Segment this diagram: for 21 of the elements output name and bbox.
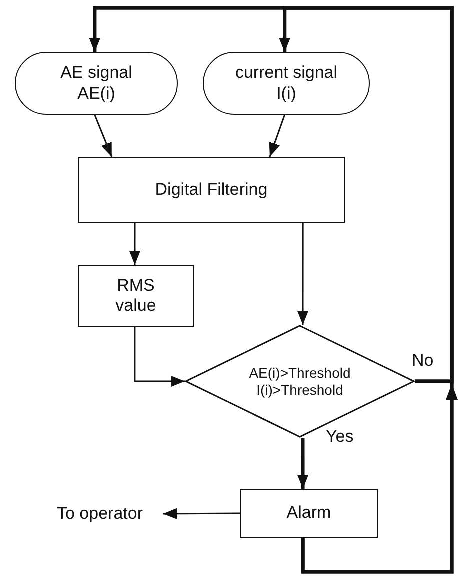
node-label: AE(i)>Threshold [249,364,351,382]
arrow [163,508,240,520]
node-label: Digital Filtering [155,180,268,200]
arrow [129,223,141,265]
process-box [240,489,378,538]
node-label: current signal [235,63,338,84]
arrow [134,327,185,388]
process-box [78,157,345,223]
arrow [94,114,113,158]
node-label: AE signal [60,63,132,84]
node-label: I(i) [276,84,296,104]
node-label: To operator [57,504,143,524]
arrow [297,223,309,325]
arrow [279,6,454,574]
process-box [78,265,194,327]
arrow [297,438,309,489]
node-label: I(i)>Threshold [256,382,344,398]
node-label: AE(i) [78,84,116,104]
node-label: RMS value [114,276,158,316]
node-label: Alarm [286,503,332,524]
arrow [269,114,286,158]
